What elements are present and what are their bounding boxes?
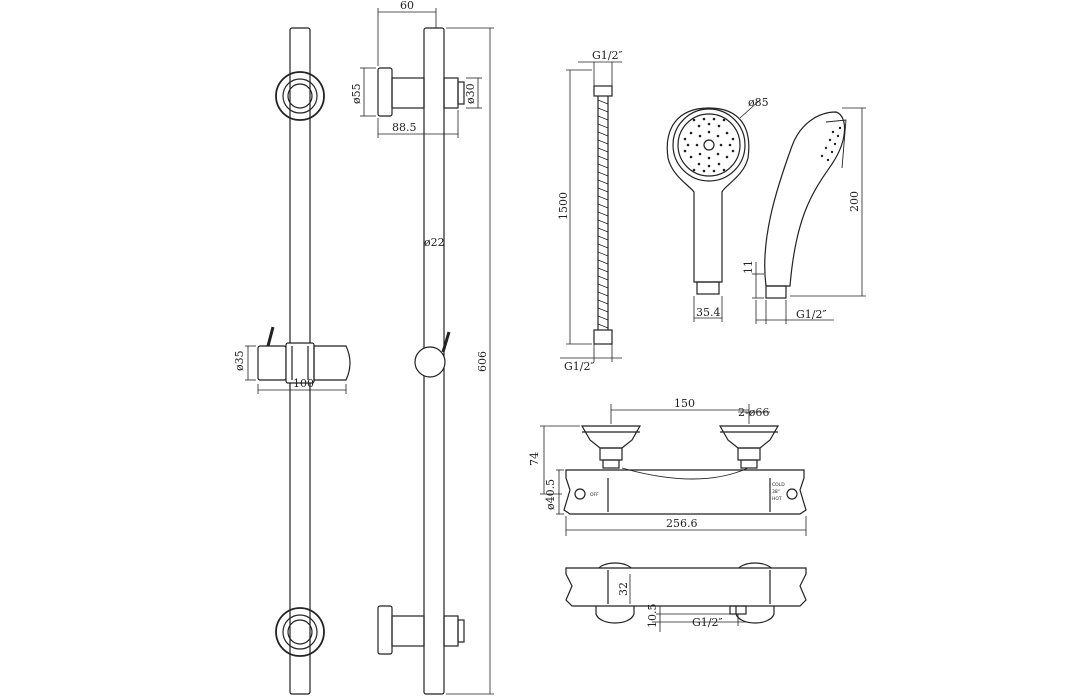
slider-diameter-label: ø35 — [233, 350, 246, 371]
bracket-depth-dimension — [377, 8, 437, 66]
valve-top-left-flange — [595, 562, 635, 624]
bracket-diameter-dimension — [360, 67, 376, 117]
valve-front-view: OFF COLD 38° HOT 150 2-ø66 74 ø40.5 256.… — [528, 397, 807, 536]
rail-diameter-label: ø22 — [424, 236, 445, 249]
head-thread-label: G1/2″ — [796, 308, 827, 321]
slider-front — [257, 326, 351, 384]
valve-outlet-thread-label: G1/2″ — [692, 616, 723, 629]
valve-top-dimensions — [629, 574, 746, 632]
hand-shower-connector — [696, 281, 720, 295]
hand-shower-side-dimensions — [752, 107, 866, 324]
valve-height-label: 74 — [528, 452, 541, 466]
hand-shower-front: ø85 35.4 — [666, 96, 769, 322]
top-wall-bracket-front — [275, 71, 325, 121]
rail-front-view: ø35 100 — [233, 27, 351, 695]
valve-hot-label: HOT — [772, 496, 782, 502]
valve-cold-label: COLD — [772, 482, 785, 488]
head-diameter-label: ø85 — [748, 96, 769, 109]
hose-top-nut — [593, 85, 613, 97]
valve-outlet — [729, 605, 747, 615]
head-thread-length-label: 11 — [742, 260, 755, 274]
hose-thread-top-label: G1/2″ — [592, 49, 623, 62]
rail-side-view: 60 ø55 ø30 88.5 ø22 606 — [350, 0, 494, 695]
valve-temp-label: 38° — [772, 489, 780, 495]
valve-body-diameter-label: ø40.5 — [544, 479, 557, 510]
valve-left-hole — [574, 488, 586, 500]
valve-front-dimensions — [540, 404, 807, 536]
valve-curve — [621, 467, 749, 480]
hose-dimensions — [560, 61, 622, 362]
hand-shower-front-dimensions — [693, 99, 761, 322]
bracket-projection-dimension — [377, 110, 459, 138]
slider-width-label: 100 — [293, 377, 314, 390]
valve-body — [563, 469, 807, 515]
shower-hose: G1/2″ 1500 G1/2″ — [557, 49, 623, 373]
spray-nozzles — [683, 117, 735, 173]
valve-right-inlet — [718, 425, 780, 469]
valve-off-label: OFF — [590, 492, 599, 498]
valve-top-body — [565, 567, 807, 607]
valve-outlet-offset-label: 10.5 — [646, 604, 659, 629]
slider-width-dimension — [257, 384, 347, 394]
valve-top-right-flange — [735, 562, 775, 624]
valve-inlets-label: 2-ø66 — [738, 406, 769, 419]
slider-diameter-dimension — [245, 345, 256, 381]
holder-diameter-dimension — [466, 77, 482, 109]
valve-left-inlet — [580, 425, 642, 469]
hose-coil — [597, 99, 609, 329]
bracket-diameter-label: ø55 — [350, 83, 363, 104]
hose-thread-bottom-label: G1/2″ — [564, 360, 595, 373]
bottom-wall-bracket-front — [275, 607, 325, 657]
valve-depth-label: 32 — [617, 582, 630, 596]
hand-shower-side-connector — [765, 285, 787, 299]
slider-side — [414, 331, 451, 378]
head-length-label: 200 — [848, 191, 861, 212]
top-wall-bracket-side — [377, 67, 465, 117]
rail-length-dimension — [446, 27, 494, 695]
valve-centres-label: 150 — [674, 397, 695, 410]
rail-length-label: 606 — [476, 351, 489, 372]
hose-bottom-nut — [593, 329, 613, 345]
head-neck-label: 35.4 — [696, 306, 721, 319]
bracket-depth-label: 60 — [400, 0, 414, 12]
bottom-wall-bracket-side — [377, 605, 465, 655]
bracket-projection-label: 88.5 — [392, 121, 417, 134]
hose-length-label: 1500 — [557, 192, 570, 220]
holder-diameter-label: ø30 — [464, 83, 477, 104]
hand-shower-side: 200 11 G1/2″ — [742, 107, 866, 324]
spray-face-side — [820, 126, 842, 162]
valve-right-hole — [786, 488, 798, 500]
valve-top-view: 32 10.5 G1/2″ — [565, 562, 807, 632]
valve-length-label: 256.6 — [666, 517, 698, 530]
